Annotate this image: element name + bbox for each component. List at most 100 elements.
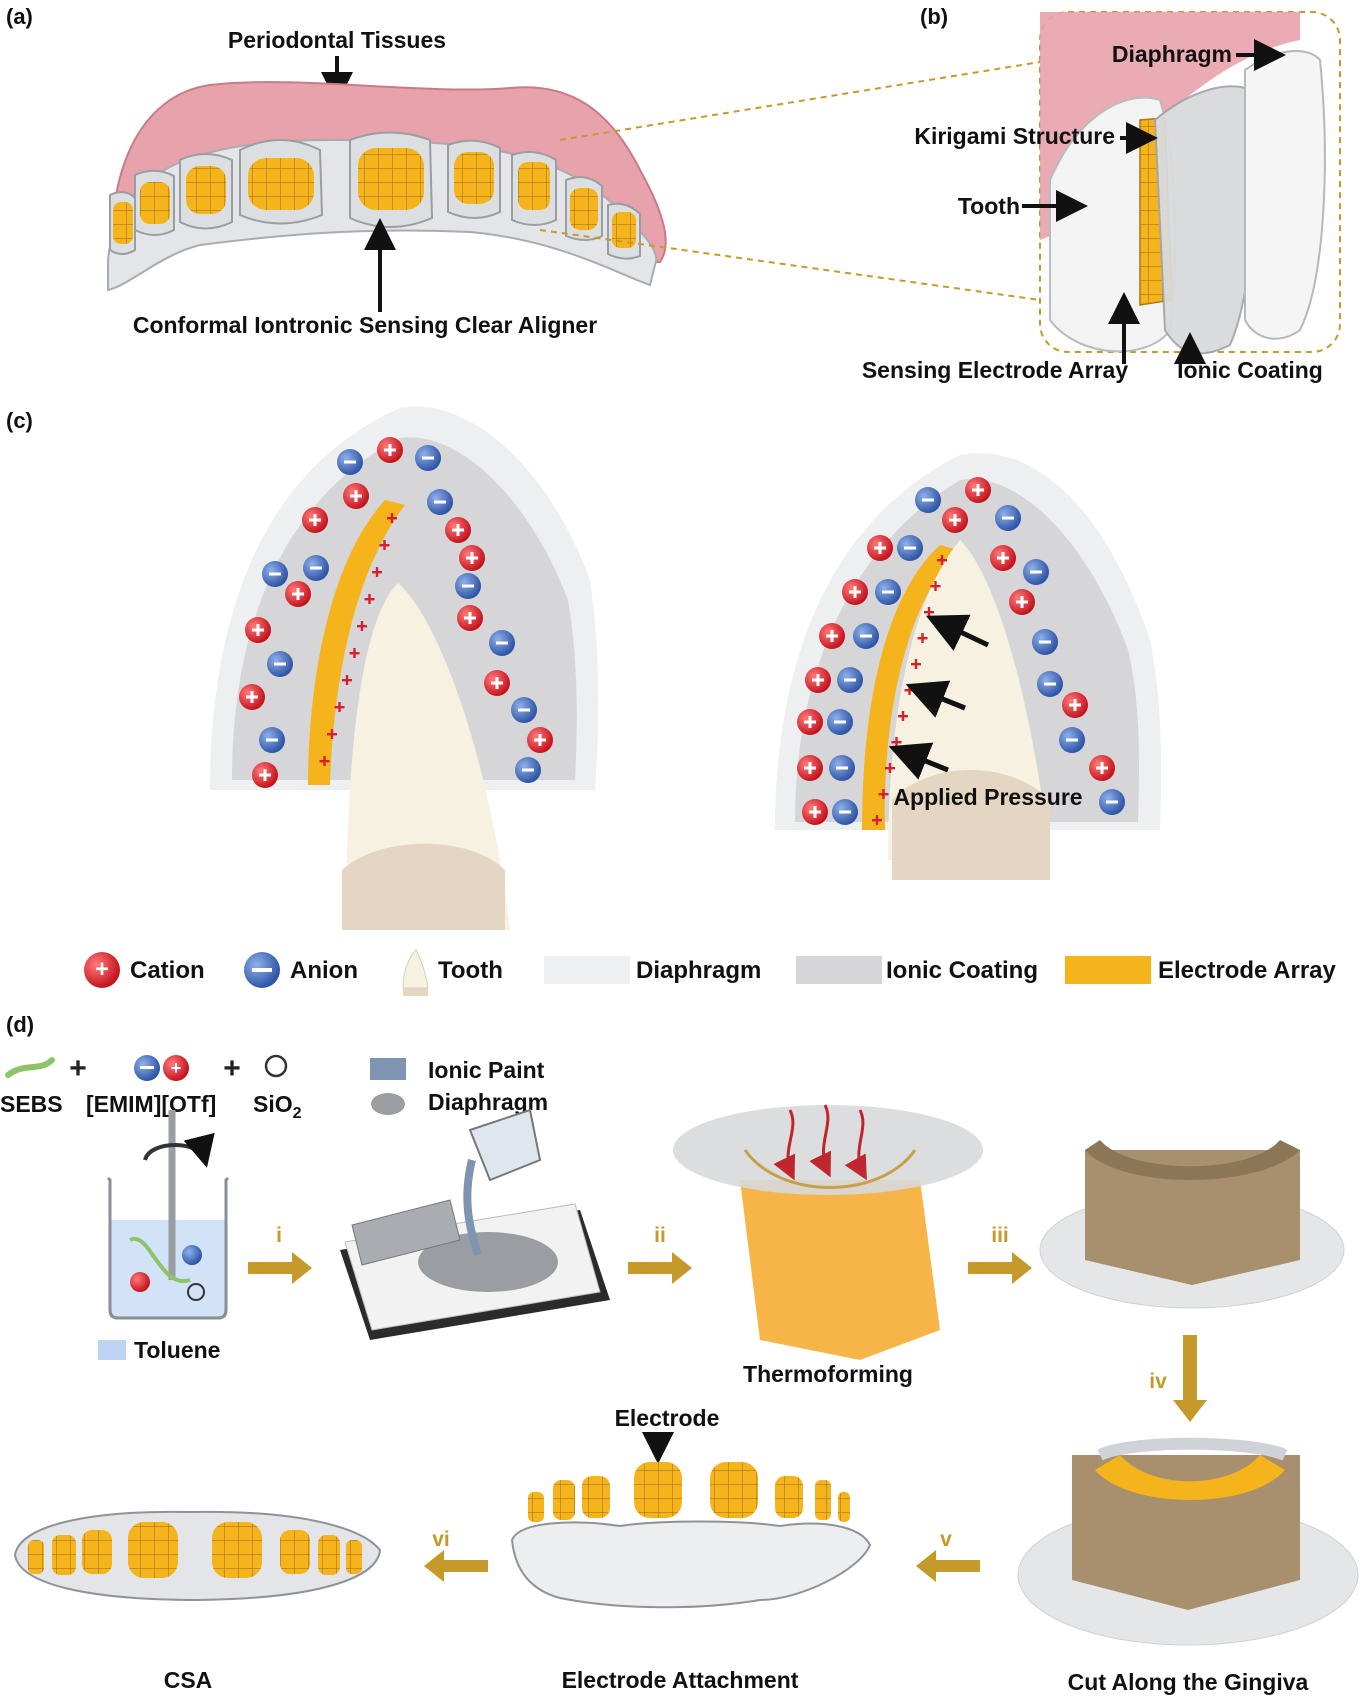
minus-glyph (344, 460, 356, 464)
mold (740, 1180, 940, 1360)
sio2-subscript: 2 (293, 1105, 302, 1122)
minus-glyph (836, 766, 848, 770)
electrode-pad (346, 1540, 362, 1574)
cut-gingiva-label: Cut Along the Gingiva (1068, 1669, 1309, 1695)
minus-glyph (496, 641, 508, 645)
plus-glyph-v (808, 762, 812, 774)
minus-glyph (140, 1066, 154, 1069)
ionic-coating-zoom (1153, 85, 1255, 355)
sio2-base: SiO (253, 1091, 293, 1117)
beaker-outline (106, 1176, 230, 1320)
electrode-pad (128, 1522, 178, 1578)
dental-arch (743, 1149, 917, 1189)
minus-glyph (882, 590, 894, 594)
panel-d-tag: (d) (6, 1012, 34, 1037)
plus-glyph-v (1001, 552, 1005, 564)
emim-label: [EMIM][OTf] (86, 1091, 216, 1117)
trimmed-model (1017, 1437, 1359, 1646)
aligner-on-model (1085, 1140, 1300, 1180)
sio2-label: SiO2 (253, 1091, 302, 1122)
electrode-pad (318, 1535, 340, 1575)
electrode-charge (323, 756, 326, 766)
zoom-line (559, 61, 1041, 141)
tooth-root (892, 770, 1050, 880)
electrode-pad (634, 1462, 682, 1518)
minus-glyph (266, 738, 278, 742)
model-body (1085, 1150, 1300, 1285)
plus-glyph-v (495, 677, 499, 689)
electrode-charge (375, 567, 379, 577)
electrode-strip (1095, 1455, 1285, 1500)
electrode-layer (862, 545, 958, 830)
applied-pressure-label: Applied Pressure (893, 784, 1082, 810)
step-arrow-iv (1173, 1335, 1207, 1422)
plus-glyph-v (456, 524, 460, 536)
step-arrow-vi (424, 1550, 488, 1582)
electrode-pad (82, 1530, 112, 1574)
electrode-charge (921, 633, 924, 643)
periodontal-tissues-label: Periodontal Tissues (228, 27, 446, 53)
minus-glyph (522, 768, 534, 772)
panel-c: (c) Applied Pressure (6, 406, 1337, 996)
legend-tooth: Tooth (438, 957, 503, 984)
plus-glyph-v (830, 630, 834, 642)
schematic-pressed: Applied Pressure (775, 453, 1161, 880)
electrode-charge (895, 737, 898, 747)
step-iv-label: iv (1149, 1370, 1167, 1393)
panel-d: (d) + + + SEBS [EMIM][OTf] SiO2 Toluene … (0, 1012, 1359, 1695)
electrode-layer (308, 500, 405, 785)
anion-group (259, 445, 541, 783)
electrode-charge (875, 815, 879, 825)
anion-icon (182, 1245, 202, 1265)
diaphragm-zoom (1244, 50, 1326, 340)
plus-glyph-v (256, 624, 260, 636)
electrode-charge (345, 675, 349, 685)
aligner-label: Conformal Iontronic Sensing Clear Aligne… (133, 312, 597, 338)
zoom-line (539, 229, 1041, 301)
electrode-pad (280, 1530, 310, 1574)
electrode-pad (710, 1462, 758, 1518)
plus-operator: + (223, 1052, 241, 1085)
plus-glyph-v (813, 806, 817, 818)
minus-glyph (844, 678, 856, 682)
electrode-charge (914, 659, 918, 669)
electrode-pad (52, 1535, 76, 1575)
schematic-relaxed (210, 406, 599, 930)
electrode-pad (775, 1476, 803, 1518)
plus-glyph-v (953, 514, 957, 526)
heat-arrow (773, 1109, 796, 1181)
csa-label: CSA (164, 1667, 213, 1693)
step-vi-label: vi (432, 1528, 450, 1551)
thermoforming-label: Thermoforming (743, 1361, 913, 1387)
electrode-pad (838, 1492, 850, 1522)
diaphragm-swatch (544, 956, 630, 984)
stir-arrow (143, 1132, 215, 1168)
cast-film (418, 1232, 558, 1292)
plus-operator: + (69, 1052, 87, 1085)
minus-glyph (1030, 570, 1042, 574)
plus-glyph: + (95, 956, 109, 983)
minus-glyph (860, 634, 872, 638)
heated-sheet (673, 1105, 983, 1195)
electrode-charge (330, 729, 334, 739)
ionic-coating-swatch (796, 956, 882, 984)
panel-b-tag: (b) (920, 4, 948, 29)
pouring-cup (468, 1108, 542, 1182)
anion-group (827, 487, 1125, 825)
ionic-paint-swatch (370, 1058, 406, 1080)
plus-glyph-v (1100, 762, 1104, 774)
electrode-attachment-label: Electrode Attachment (562, 1667, 799, 1693)
minus-glyph (922, 498, 934, 502)
cation-group (239, 437, 553, 788)
panel-a: (a) Periodontal Tissues (6, 4, 1041, 338)
plus-glyph-v (468, 612, 472, 624)
panel-c-tag: (c) (6, 408, 33, 433)
electrode-charge (901, 711, 905, 721)
minus-glyph (518, 708, 530, 712)
electrode-charge (882, 789, 885, 799)
sio2-icon (187, 1283, 205, 1301)
minus-glyph (462, 584, 474, 588)
sebs-label: SEBS (0, 1091, 63, 1117)
ionic-coating-label: Ionic Coating (1177, 357, 1323, 383)
step-iii-label: iii (991, 1224, 1009, 1247)
